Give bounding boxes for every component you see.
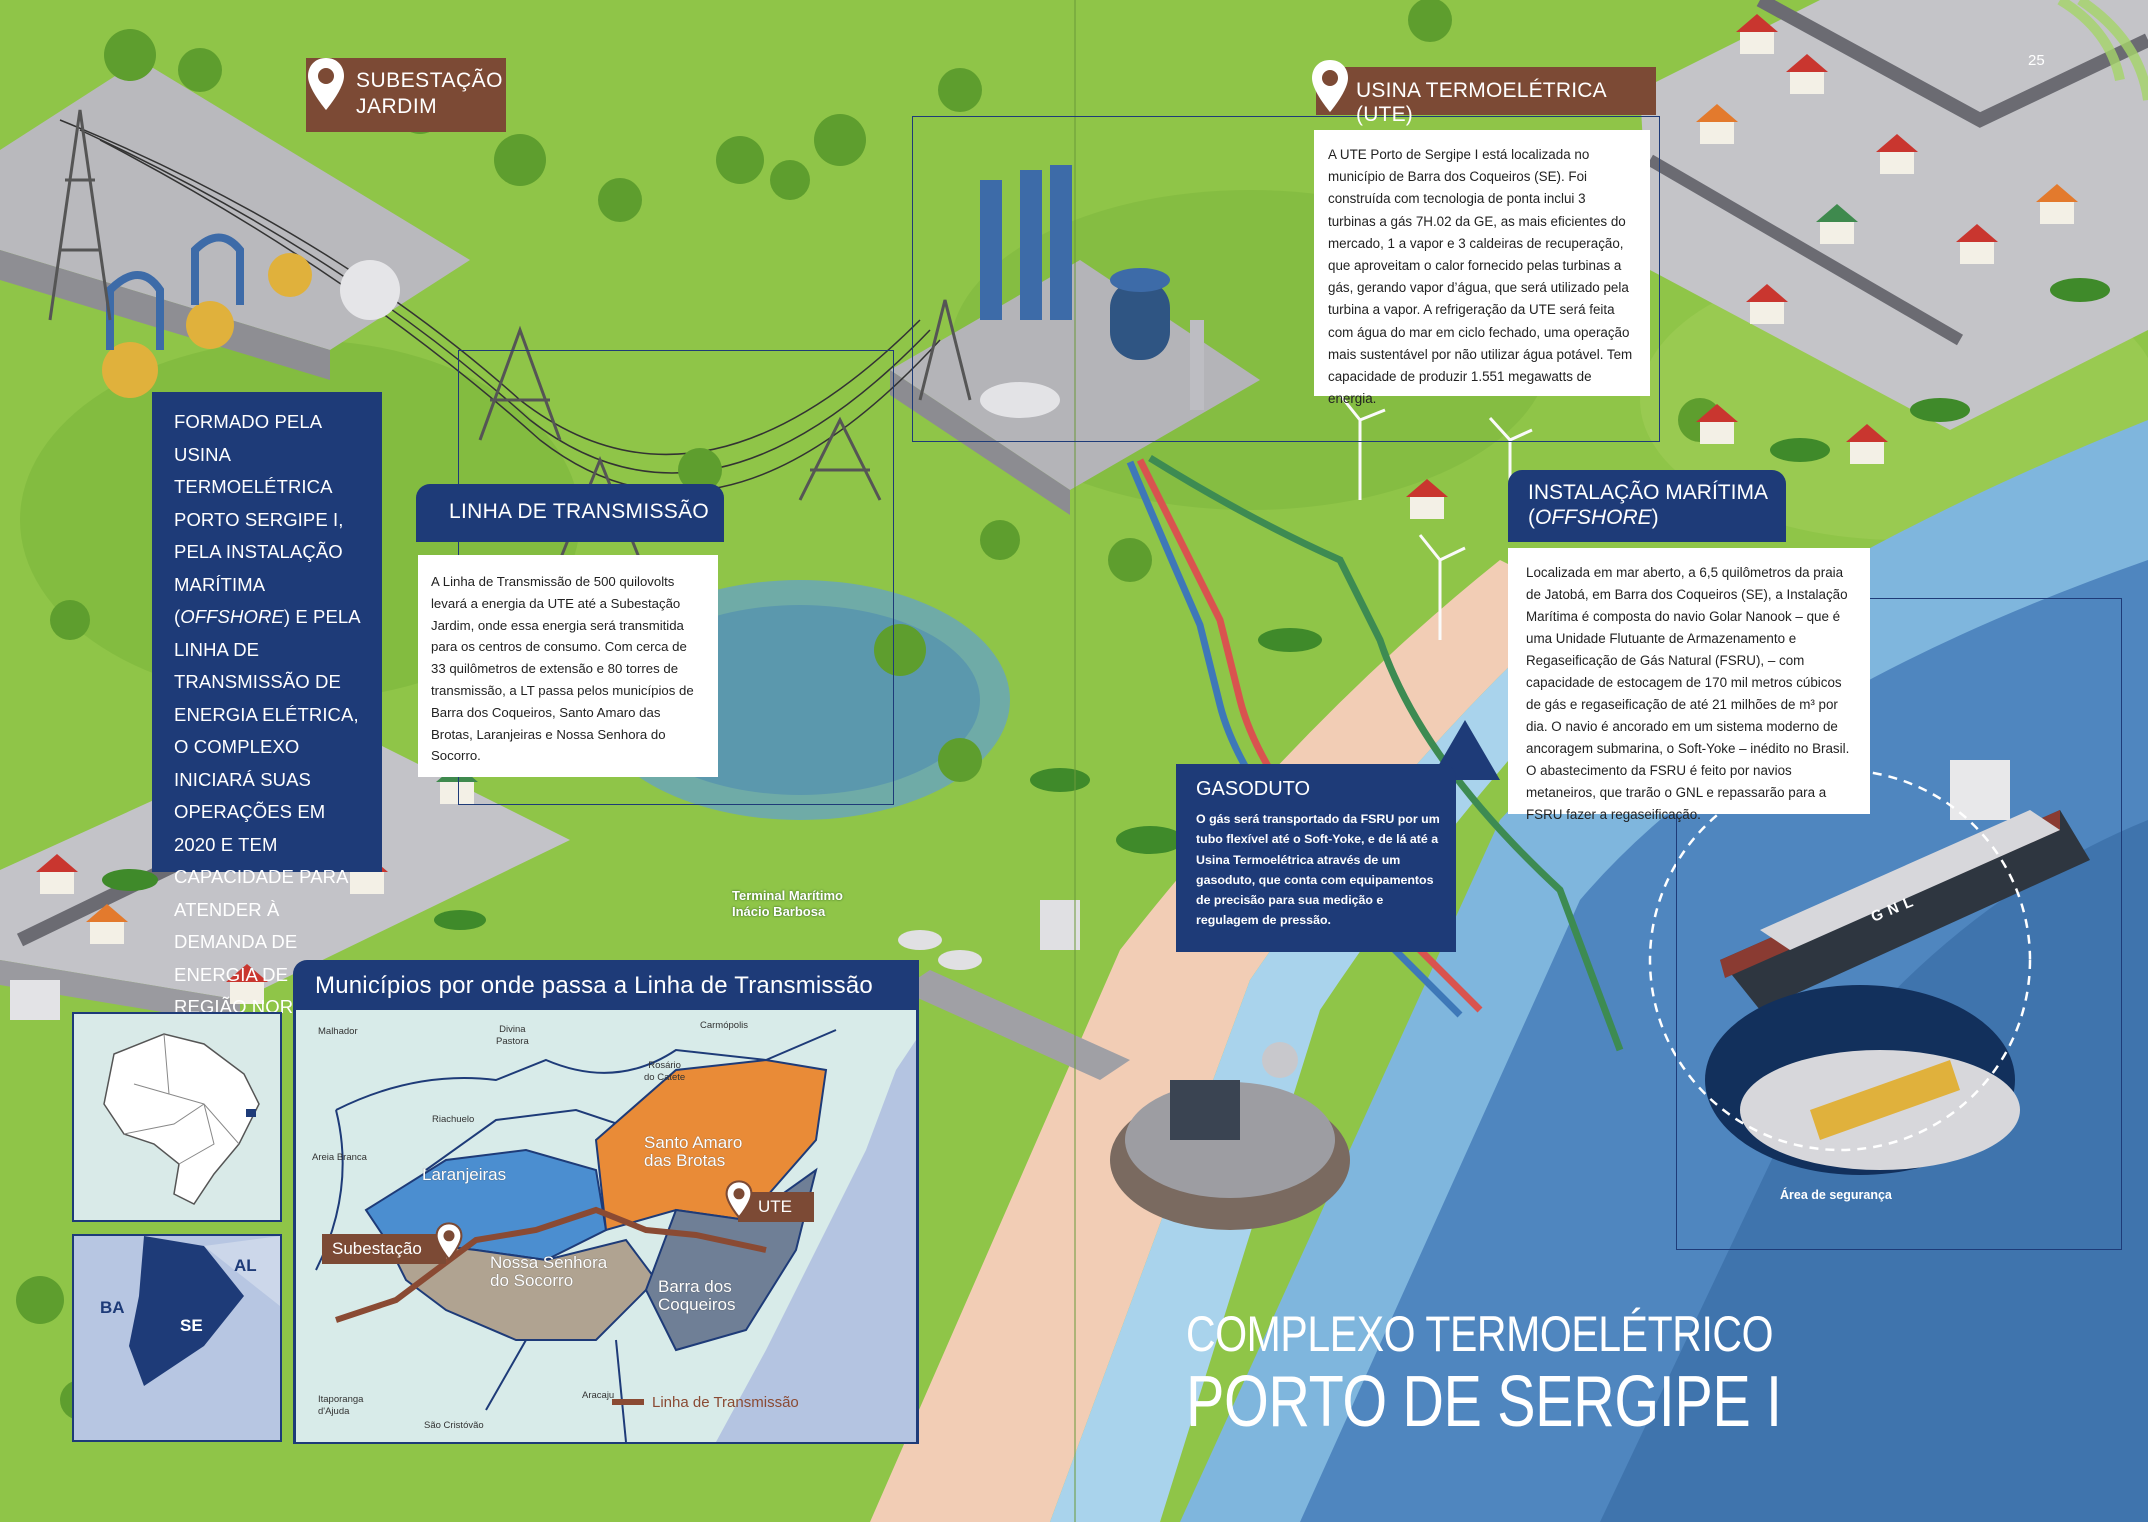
- municipio-barra-dos-coqueiros: Barra dos Coqueiros: [658, 1277, 736, 1314]
- subestacao-tag: SUBESTAÇÃO JARDIM: [306, 58, 506, 132]
- map-ute-pin-icon: [725, 1180, 753, 1219]
- map-ute-text: UTE: [758, 1197, 792, 1216]
- subestacao-tag-text: SUBESTAÇÃO JARDIM: [356, 69, 503, 118]
- linha-text: A Linha de Transmissão de 500 quilovolts…: [431, 574, 694, 764]
- instalacao-text-card: Localizada em mar aberto, a 6,5 quilômet…: [1508, 548, 1870, 822]
- footer-title-line1: COMPLEXO TERMOELÉTRICO: [1186, 1306, 1774, 1362]
- town-sao-cristovao: São Cristóvão: [424, 1420, 484, 1431]
- state-label-ba: BA: [100, 1298, 125, 1317]
- instalacao-paren-open: (: [1528, 506, 1535, 529]
- usina-tag: USINA TERMOELÉTRICA (UTE): [1316, 67, 1656, 126]
- instalacao-paren-close: ): [1651, 506, 1659, 529]
- municipio-nossa-senhora: Nossa Senhora do Socorro: [490, 1253, 608, 1290]
- intro-panel: FORMADO PELA USINA TERMOELÉTRICA PORTO S…: [152, 392, 382, 1050]
- instalacao-text: Localizada em mar aberto, a 6,5 quilômet…: [1526, 565, 1850, 822]
- state-label-se: SE: [180, 1316, 203, 1335]
- gasoduto-title: GASODUTO: [1196, 778, 1311, 800]
- gasoduto-panel: GASODUTO O gás será transportado da FSRU…: [1176, 764, 1456, 952]
- sergipe-inset: BA SE AL: [72, 1234, 282, 1442]
- footer-title: COMPLEXO TERMOELÉTRICO PORTO DE SERGIPE …: [1186, 1306, 1931, 1442]
- footer-title-line2: PORTO DE SERGIPE I: [1186, 1362, 1782, 1442]
- linha-tag: LINHA DE TRANSMISSÃO: [416, 484, 724, 542]
- instalacao-tag: INSTALAÇÃO MARÍTIMA (OFFSHORE): [1508, 470, 1786, 542]
- municipio-laranjeiras: Laranjeiras: [422, 1165, 507, 1184]
- linha-text-card: A Linha de Transmissão de 500 quilovolts…: [418, 555, 718, 777]
- terminal-label: Terminal Marítimo Inácio Barbosa: [732, 888, 844, 919]
- town-malhador: Malhador: [318, 1026, 358, 1037]
- intro-text-1: FORMADO PELA USINA TERMOELÉTRICA PORTO S…: [174, 411, 344, 627]
- subestacao-pin-icon: [308, 58, 344, 110]
- town-carmopolis: Carmópolis: [700, 1020, 749, 1031]
- municipality-shapes: [315, 1010, 916, 1442]
- brazil-inset: [72, 1012, 282, 1222]
- map-title: Municípios por onde passa a Linha de Tra…: [315, 972, 873, 999]
- map-subestacao-text: Subestação: [332, 1239, 422, 1258]
- brazil-map-icon: [103, 1033, 260, 1205]
- town-rosario-do-catete: Rosário do Catete: [644, 1060, 686, 1083]
- town-areia-branca: Areia Branca: [312, 1152, 367, 1163]
- linha-tag-text: LINHA DE TRANSMISSÃO: [449, 500, 710, 523]
- municipality-map: Malhador Divina Pastora Carmópolis Rosár…: [296, 1010, 916, 1442]
- intro-text-italic: OFFSHORE: [180, 606, 284, 627]
- sergipe-map-icon: [129, 1236, 280, 1386]
- page-number: 25: [2028, 52, 2045, 69]
- fsru-outline-box: [1676, 598, 2122, 1250]
- usina-pin-icon: [1312, 60, 1348, 112]
- town-itaporanga: Itaporanga d'Ajuda: [318, 1394, 364, 1417]
- instalacao-tag-line1: INSTALAÇÃO MARÍTIMA: [1528, 481, 1768, 504]
- town-aracaju: Aracaju: [582, 1390, 615, 1401]
- municipio-santo-amaro: Santo Amaro das Brotas: [644, 1133, 743, 1170]
- town-divina-pastora: Divina Pastora: [496, 1024, 529, 1047]
- map-subestacao-tag: Subestação: [322, 1234, 446, 1264]
- map-legend-label: Linha de Transmissão: [652, 1394, 799, 1411]
- instalacao-tag-italic: OFFSHORE: [1535, 506, 1652, 529]
- area-seguranca-label: Área de segurança: [1780, 1188, 1892, 1202]
- usina-tag-text: USINA TERMOELÉTRICA (UTE): [1356, 79, 1606, 126]
- ute-outline-box: [912, 116, 1660, 442]
- town-riachuelo: Riachuelo: [432, 1114, 475, 1125]
- state-label-al: AL: [234, 1256, 257, 1275]
- map-subestacao-pin-icon: [435, 1222, 463, 1261]
- ute-text: A UTE Porto de Sergipe I está localizada…: [1328, 147, 1633, 407]
- gasoduto-text: O gás será transportado da FSRU por um t…: [1196, 812, 1440, 928]
- ute-text-card: A UTE Porto de Sergipe I está localizada…: [1314, 130, 1650, 406]
- instalacao-tag-line2: (OFFSHORE): [1528, 505, 1786, 530]
